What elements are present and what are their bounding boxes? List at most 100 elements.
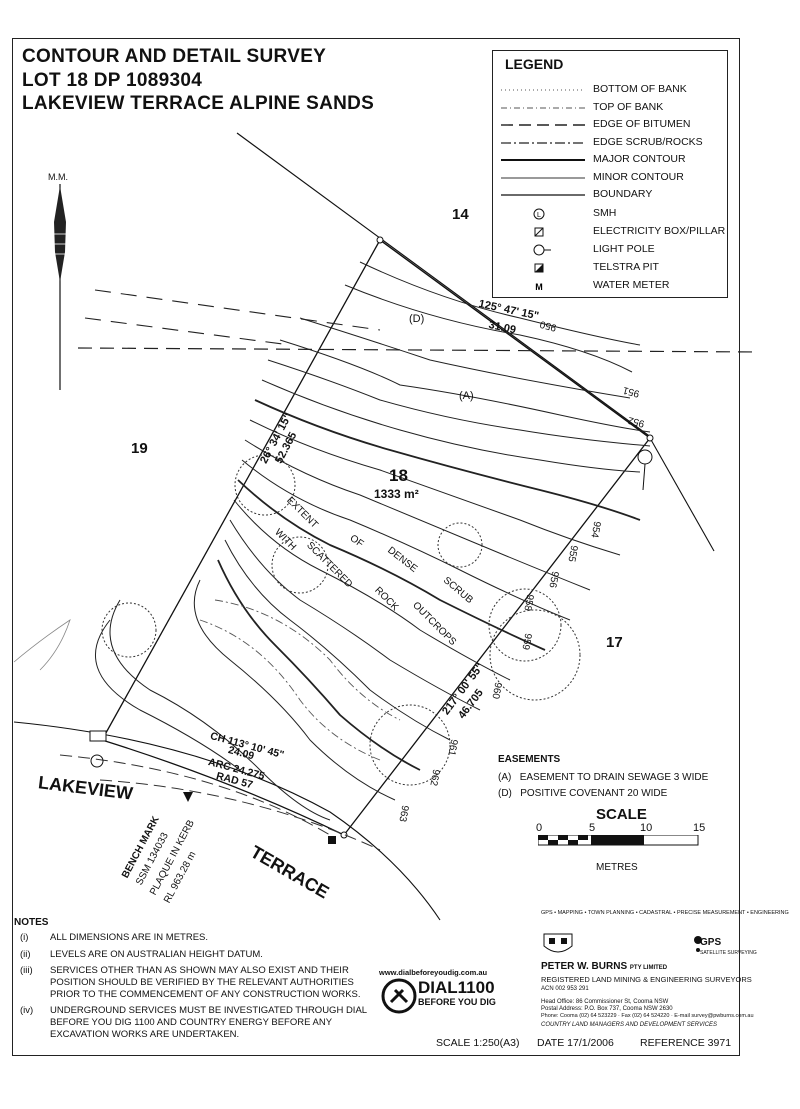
- footer-reference: REFERENCE 3971: [640, 1037, 732, 1049]
- north-arrow-icon: [54, 184, 66, 390]
- company-tagline: COUNTRY LAND MANAGERS AND DEVELOPMENT SE…: [541, 1022, 718, 1028]
- lot-14-label: 14: [452, 206, 469, 223]
- lot-19-label: 19: [131, 440, 148, 457]
- easement-d: (D) POSITIVE COVENANT 20 WIDE: [498, 788, 667, 799]
- legend-label: SMH: [593, 207, 617, 219]
- legend-row-major-contour: MAJOR CONTOUR: [493, 151, 729, 169]
- telstra-pit-icon: [328, 836, 336, 844]
- lot-17-label: 17: [606, 634, 623, 651]
- light-pole-icon: [637, 449, 653, 465]
- boundary-front: [101, 739, 345, 836]
- margin-sketch: [13, 619, 71, 671]
- note-number: (ii): [20, 949, 31, 960]
- road-kerb: [13, 721, 441, 921]
- legend-label: MAJOR CONTOUR: [593, 153, 686, 165]
- bench-mark-icon: [183, 792, 193, 802]
- edge-of-bitumen: [94, 289, 381, 331]
- footer-date: DATE 17/1/2006: [537, 1037, 614, 1049]
- boundary-line-north: [236, 132, 653, 439]
- legend-label: EDGE OF BITUMEN: [593, 118, 691, 130]
- note-number: (iv): [20, 1005, 34, 1016]
- easement-d-label: (D): [409, 313, 425, 325]
- dial-number: DIAL1100: [418, 978, 495, 997]
- note-text: ALL DIMENSIONS ARE IN METRES.: [50, 932, 209, 943]
- title-line-3: LAKEVIEW TERRACE ALPINE SANDS: [22, 93, 375, 114]
- company-name: PETER W. BURNS PTY LIMITED: [541, 961, 667, 972]
- easement-code: (A): [498, 772, 512, 783]
- svg-text:M: M: [535, 282, 543, 292]
- boundary-lot17: [649, 437, 715, 552]
- easement-text: EASEMENT TO DRAIN SEWAGE 3 WIDE: [519, 772, 709, 783]
- legend-heading: LEGEND: [505, 56, 564, 72]
- footer-scale: SCALE 1:250(A3): [436, 1037, 520, 1049]
- electricity-box-icon: [534, 227, 544, 237]
- survey-mark: [340, 831, 348, 839]
- legend-label: EDGE SCRUB/ROCKS: [593, 136, 703, 148]
- scale-heading: SCALE: [596, 806, 647, 823]
- lot-18-label: 18: [389, 466, 408, 485]
- scale-tick-10: 10: [640, 822, 653, 834]
- gps-logo-icon: [694, 936, 702, 952]
- note-text: LEVELS ARE ON AUSTRALIAN HEIGHT DATUM.: [50, 949, 263, 960]
- gps-logo-text: GPS: [700, 937, 722, 948]
- edge-of-bitumen: [99, 779, 381, 851]
- scale-bar: [538, 835, 699, 846]
- electricity-box-icon: [89, 730, 107, 742]
- company-office: Head Office: 86 Commissioner St, Cooma N…: [541, 999, 669, 1005]
- legend-row-electricity: ELECTRICITY BOX/PILLAR: [493, 223, 729, 241]
- north-label: M.M.: [48, 172, 68, 182]
- note-number: (iii): [20, 965, 33, 976]
- boundary-west: [101, 239, 381, 741]
- scale-tick-5: 5: [589, 822, 596, 834]
- legend-row-edge-of-bitumen: EDGE OF BITUMEN: [493, 116, 729, 134]
- legend-label: LIGHT POLE: [593, 243, 655, 255]
- legend-label: TOP OF BANK: [593, 101, 664, 113]
- company-suffix: PTY LIMITED: [629, 965, 668, 971]
- legend-label: ELECTRICITY BOX/PILLAR: [593, 225, 726, 237]
- easement-a: (A) EASEMENT TO DRAIN SEWAGE 3 WIDE: [498, 772, 708, 783]
- telstra-pit-icon: [534, 263, 544, 273]
- crest-icon: [543, 933, 573, 953]
- boundary-east: [343, 437, 651, 836]
- dial-before-you-dig-icon: [381, 978, 417, 1014]
- legend-row-minor-contour: MINOR CONTOUR: [493, 169, 729, 187]
- title-line-1: CONTOUR AND DETAIL SURVEY: [22, 46, 327, 67]
- easements-heading: EASEMENTS: [498, 754, 561, 765]
- legend-row-bottom-of-bank: BOTTOM OF BANK: [493, 81, 729, 99]
- scrub-clusters: [101, 454, 581, 786]
- edge-scrub: [199, 599, 401, 761]
- water-meter-icon: M: [535, 282, 543, 292]
- edge-of-bitumen: [84, 317, 291, 346]
- note-number: (i): [20, 932, 29, 943]
- smh-icon: L: [533, 208, 545, 220]
- legend-label: TELSTRA PIT: [593, 261, 659, 273]
- survey-mark: [646, 434, 654, 442]
- legend: LEGEND BOTTOM OF BANK TOP OF BANK EDGE O…: [492, 50, 728, 298]
- company-name-text: PETER W. BURNS: [541, 961, 628, 972]
- scale-tick-0: 0: [536, 822, 543, 834]
- legend-label: BOTTOM OF BANK: [593, 83, 687, 95]
- legend-row-light-pole: LIGHT POLE: [493, 241, 729, 259]
- legend-label: MINOR CONTOUR: [593, 171, 684, 183]
- legend-row-edge-scrub-rocks: EDGE SCRUB/ROCKS: [493, 134, 729, 152]
- title-line-2: LOT 18 DP 1089304: [22, 70, 203, 91]
- company-acn: ACN 002 953 291: [541, 986, 589, 992]
- easement-code: (D): [498, 788, 512, 799]
- boundary-north: [379, 239, 651, 439]
- note-text: UNDERGROUND SERVICES MUST BE INVESTIGATE…: [50, 1005, 367, 1040]
- legend-row-boundary: BOUNDARY: [493, 186, 729, 204]
- company-registration: REGISTERED LAND MINING & ENGINEERING SUR…: [541, 975, 752, 984]
- easement-a-label: (A): [459, 390, 474, 402]
- scale-unit: METRES: [596, 862, 638, 873]
- edge-of-bitumen: [77, 347, 761, 353]
- light-pole-icon: [90, 754, 104, 768]
- dial-url: www.dialbeforeyoudig.com.au: [379, 968, 488, 977]
- company-phone: Phone: Cooma (02) 64 523229 · Fax (02) 6…: [541, 1013, 754, 1019]
- legend-label: BOUNDARY: [593, 188, 653, 200]
- light-pole-icon: [533, 244, 551, 256]
- light-pole-stem: [642, 463, 646, 491]
- easement-text: POSITIVE COVENANT 20 WIDE: [520, 788, 668, 799]
- company-postal: Postal Address: P.O. Box 737, Cooma NSW …: [541, 1006, 673, 1012]
